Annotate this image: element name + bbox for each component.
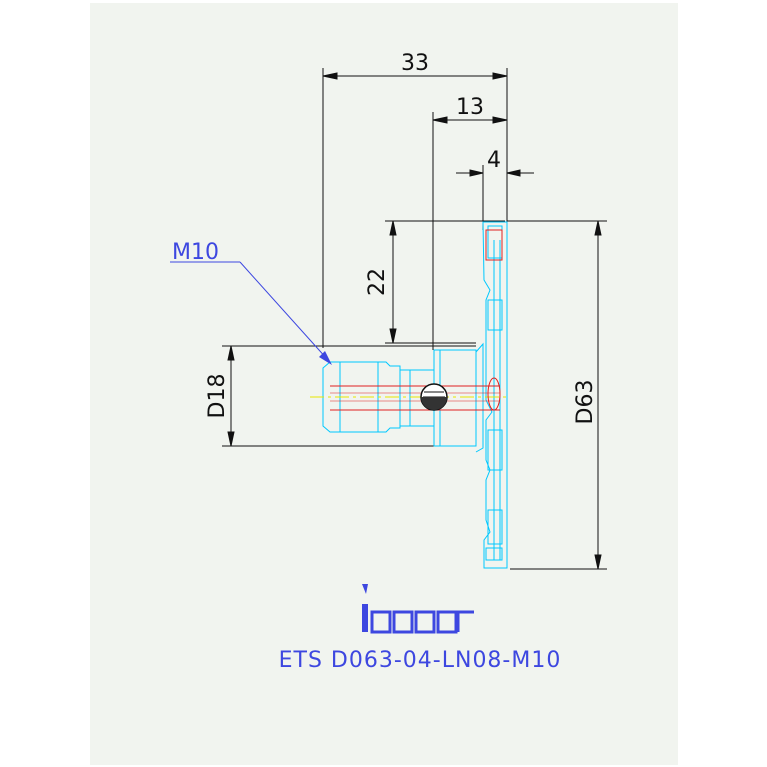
dimension-d18: [222, 345, 476, 447]
dimension-d63-label: D63: [573, 380, 598, 425]
sheet-upper-left: [90, 3, 385, 380]
sheet-notch-left: [0, 380, 90, 767]
dimension-13: [432, 112, 508, 350]
dimension-33: [322, 68, 508, 348]
centerline: [310, 229, 510, 411]
dimension-22-label: 22: [365, 268, 390, 296]
dimension-d18-label: D18: [205, 374, 230, 419]
thread-callout: [170, 261, 332, 365]
thread-callout-label: M10: [172, 240, 219, 265]
tool-designation: ETS D063-04-LN08-M10: [279, 648, 562, 673]
dimension-33-label: 33: [401, 51, 429, 76]
coolant-hole: [420, 383, 448, 411]
dimension-d63: [507, 220, 607, 570]
dimension-4-label: 4: [487, 148, 501, 173]
dimension-13-label: 13: [456, 95, 484, 120]
dimension-4: [456, 165, 534, 230]
dimension-22: [385, 220, 505, 344]
iscar-logo: [362, 584, 474, 634]
